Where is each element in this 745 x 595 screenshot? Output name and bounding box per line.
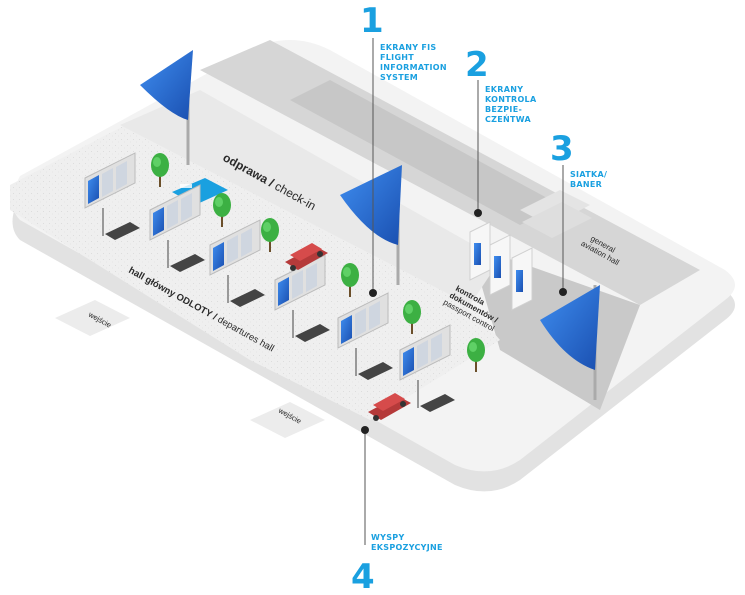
tree bbox=[261, 218, 279, 252]
security-gates bbox=[469, 190, 592, 311]
callout-1-line-3: INFORMATION bbox=[380, 63, 447, 72]
callout-1-line-1: EKRANY FIS bbox=[380, 43, 437, 52]
trees bbox=[151, 153, 485, 372]
car-lower bbox=[368, 393, 411, 421]
fis-stand bbox=[84, 152, 140, 240]
callout-3-number: 3 bbox=[550, 129, 574, 169]
fis-stand bbox=[149, 184, 205, 272]
callout-1-line-4: SYSTEM bbox=[380, 73, 418, 82]
callout-3-line-2: BANER bbox=[570, 180, 602, 189]
hall-floor bbox=[10, 90, 500, 420]
fis-stands bbox=[84, 152, 455, 412]
callout-2-number: 2 bbox=[465, 45, 489, 85]
callout-4: WYSPY EKSPOZYCYJNE 4 bbox=[351, 533, 443, 595]
leader-dots bbox=[361, 209, 567, 434]
tree bbox=[151, 153, 169, 187]
callout-3-line-1: SIATKA/ bbox=[570, 170, 607, 179]
car-upper bbox=[285, 243, 328, 271]
tree bbox=[341, 263, 359, 297]
tree bbox=[467, 338, 485, 372]
callout-2-line-2: KONTROLA bbox=[485, 95, 537, 104]
callout-2-line-3: BEZPIE- bbox=[485, 105, 522, 114]
banner-mid bbox=[340, 165, 402, 285]
callout-4-line-1: WYSPY bbox=[371, 533, 405, 542]
leader-lines bbox=[364, 38, 564, 545]
callout-2: 2 EKRANY KONTROLA BEZPIE- CZEŃTWA bbox=[465, 45, 537, 124]
callout-1: 1 EKRANY FIS FLIGHT INFORMATION SYSTEM bbox=[360, 1, 447, 82]
callout-3: 3 SIATKA/ BANER bbox=[550, 129, 607, 189]
callout-2-line-4: CZEŃTWA bbox=[485, 113, 532, 124]
fis-stand bbox=[209, 219, 265, 307]
callout-4-number: 4 bbox=[351, 557, 375, 595]
tree bbox=[403, 300, 421, 334]
banner-left bbox=[140, 50, 193, 165]
fis-stand bbox=[337, 292, 393, 380]
callout-1-number: 1 bbox=[360, 1, 384, 41]
callout-4-line-2: EKSPOZYCYJNE bbox=[371, 543, 443, 552]
entry-pads bbox=[55, 300, 325, 438]
tree bbox=[213, 193, 231, 227]
callout-1-line-2: FLIGHT bbox=[380, 53, 414, 62]
fis-stand bbox=[399, 324, 455, 412]
callout-2-line-1: EKRANY bbox=[485, 85, 523, 94]
banner-right bbox=[540, 285, 600, 400]
